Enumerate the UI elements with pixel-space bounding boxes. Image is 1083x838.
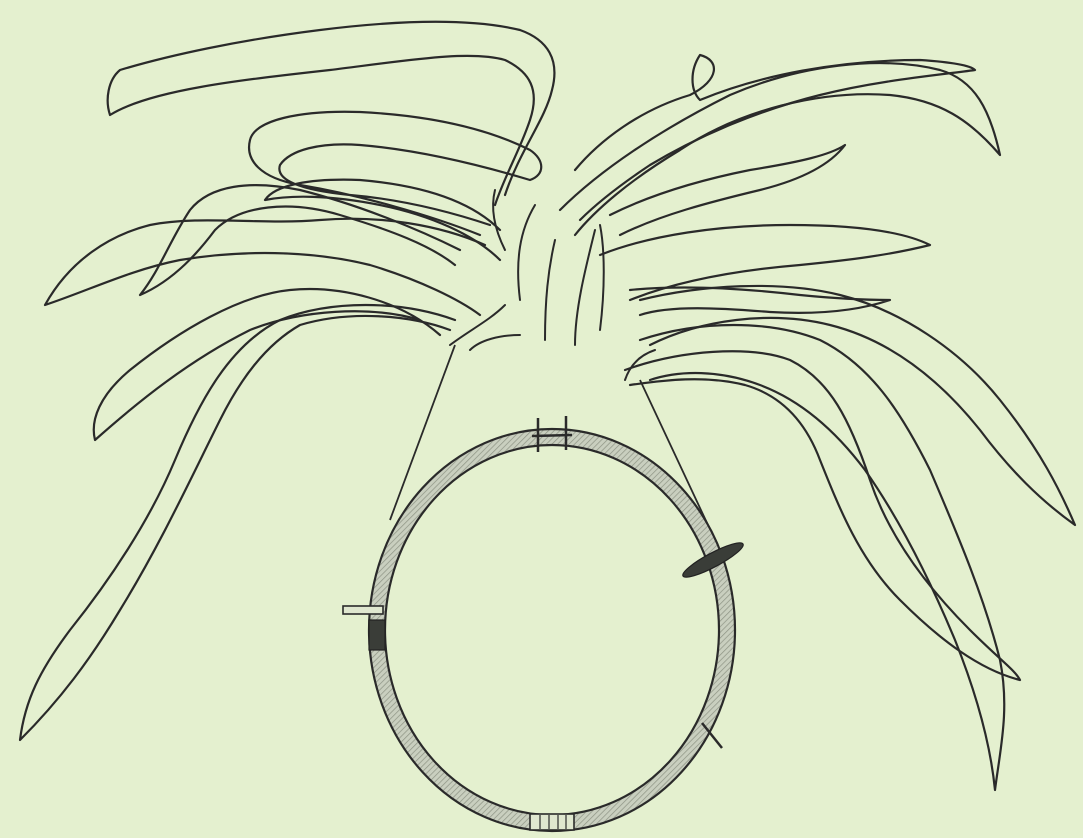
stem-5 [600, 225, 604, 330]
leaf-right-drooping [640, 286, 1075, 525]
stem-4 [493, 190, 505, 250]
leaf-right-mid-upper [610, 145, 845, 235]
stem-2 [545, 240, 555, 340]
leaf-left-middle [249, 112, 541, 235]
leaf-top-left [108, 22, 555, 205]
plant-crown [20, 22, 1075, 790]
left-bar-marker [343, 606, 385, 650]
leaf-far-left [45, 219, 485, 315]
ring-band [377, 437, 727, 823]
ring-inner-edge [385, 445, 719, 815]
leaf-left-lower [94, 289, 440, 440]
leaf-top-right [560, 63, 1000, 235]
leaf-right-side [630, 288, 890, 315]
bottom-striped-marker [530, 814, 574, 830]
stem-3 [575, 230, 595, 345]
stem-1 [518, 205, 535, 300]
crown-base [450, 305, 655, 380]
